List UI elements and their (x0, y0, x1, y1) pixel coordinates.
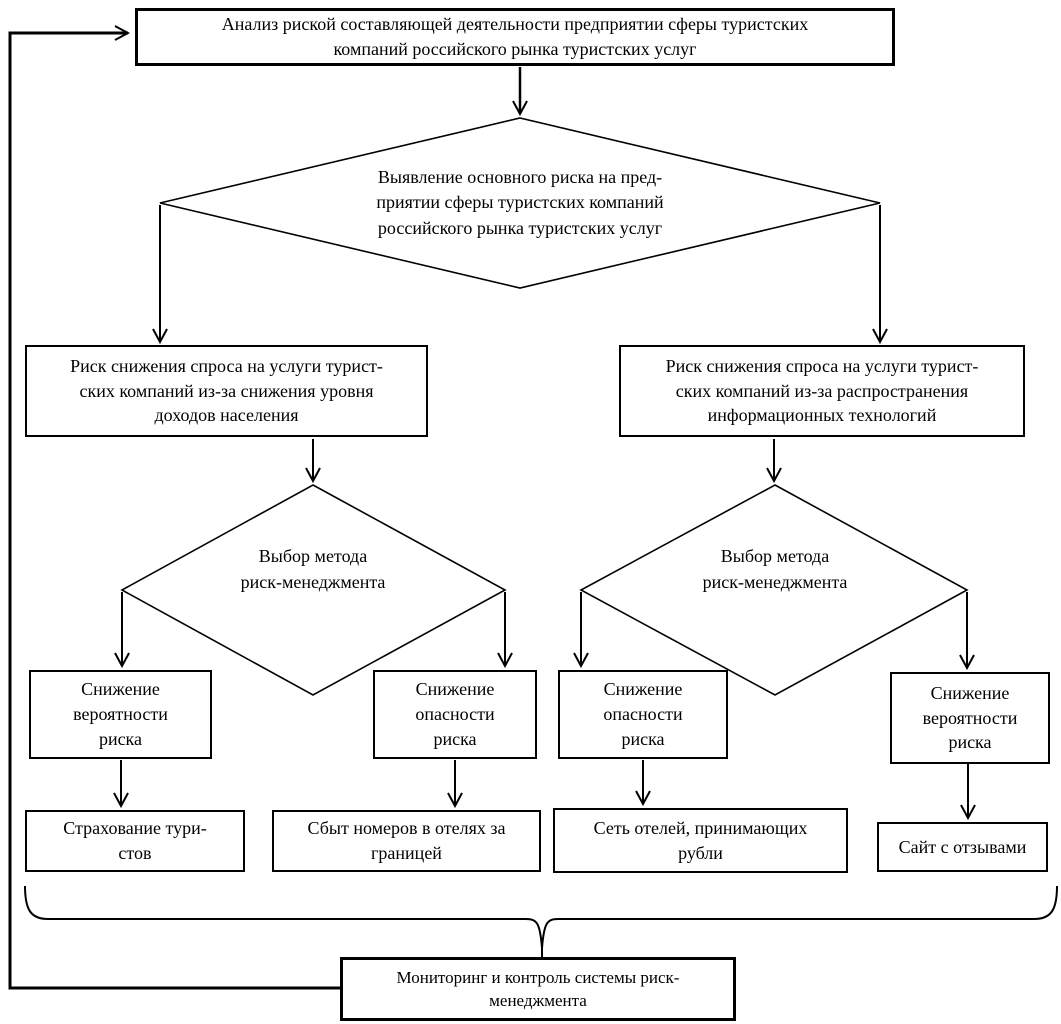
node-reduce-probability-right: Снижение вероятности риска (890, 672, 1050, 764)
node-tourist-insurance: Страхование тури- стов (25, 810, 245, 872)
node-method-left-label: Выбор метода риск-менеджмента (240, 546, 386, 592)
node-analysis: Анализ риской составляющей деятельности … (135, 8, 895, 66)
node-reduce-danger-right-label: Снижение опасности риска (603, 679, 683, 749)
feedback-arrow-monitoring-to-analysis-icon (8, 33, 342, 990)
diamond-main-decision (159, 117, 881, 289)
node-risk-right: Риск снижения спроса на услуги турист- с… (619, 345, 1025, 437)
node-tourist-insurance-label: Страхование тури- стов (63, 818, 207, 863)
node-risk-left: Риск снижения спроса на услуги турист- с… (25, 345, 428, 437)
node-reduce-probability-right-label: Снижение вероятности риска (922, 682, 1018, 753)
node-reduce-probability-left-label: Снижение вероятности риска (73, 679, 168, 749)
node-analysis-label: Анализ риской составляющей деятельности … (221, 14, 809, 59)
node-reduce-danger-left: Снижение опасности риска (373, 670, 537, 759)
node-review-site-label: Сайт с отзывами (898, 836, 1027, 857)
node-hotel-rooms-abroad-label: Сбыт номеров в отелях за границей (307, 818, 506, 863)
brace-bottom-row (24, 885, 1058, 949)
diamond-method-right (579, 484, 969, 696)
node-monitoring-label: Мониторинг и контроль системы риск- мене… (396, 967, 680, 1010)
node-main-decision-label: Выявление основного риска на пред- прият… (376, 166, 664, 238)
node-hotel-rooms-abroad: Сбыт номеров в отелях за границей (272, 810, 541, 872)
node-reduce-probability-left: Снижение вероятности риска (29, 670, 212, 759)
node-reduce-danger-left-label: Снижение опасности риска (415, 679, 495, 749)
node-method-right-label: Выбор метода риск-менеджмента (702, 546, 848, 592)
node-ruble-hotels-label: Сеть отелей, принимающих рубли (593, 817, 808, 863)
diamond-method-left (120, 484, 507, 696)
node-risk-right-label: Риск снижения спроса на услуги турист- с… (665, 355, 979, 426)
node-reduce-danger-right: Снижение опасности риска (558, 670, 728, 759)
node-review-site: Сайт с отзывами (877, 822, 1048, 872)
node-ruble-hotels: Сеть отелей, принимающих рубли (553, 808, 848, 873)
node-monitoring: Мониторинг и контроль системы риск- мене… (340, 957, 736, 1021)
node-risk-left-label: Риск снижения спроса на услуги турист- с… (70, 355, 383, 426)
